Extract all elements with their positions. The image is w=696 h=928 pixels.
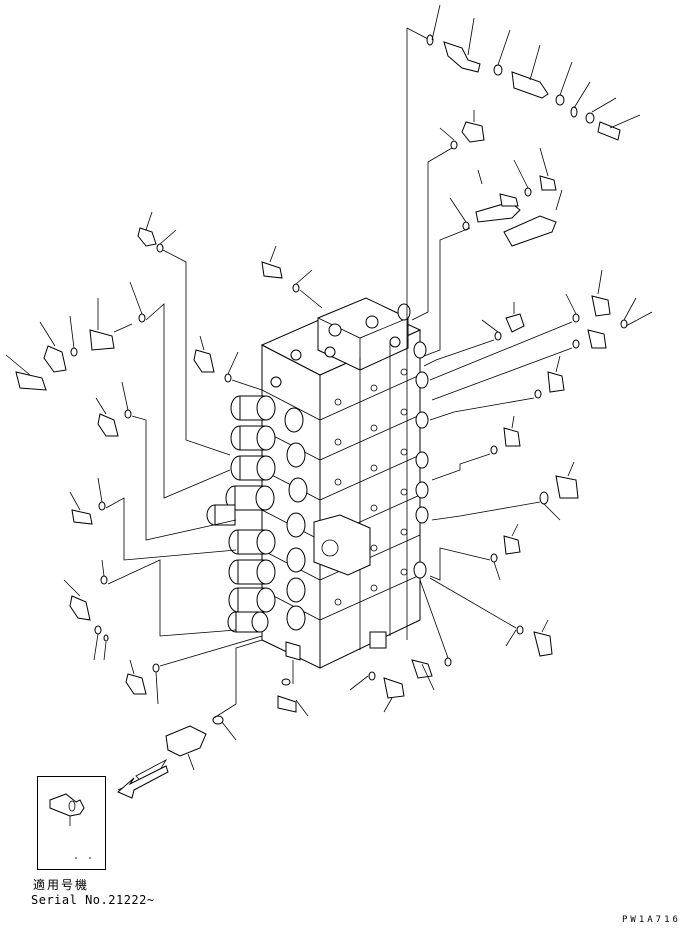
control-valve-body xyxy=(260,297,422,669)
bottom-fittings xyxy=(117,635,405,799)
top-right-fitting-chain xyxy=(426,4,641,141)
right-fittings xyxy=(411,110,653,691)
spool-caps xyxy=(206,395,308,633)
applicability-label: 適用号機 xyxy=(33,878,90,892)
serial-number-label: Serial No.21222~ xyxy=(31,893,155,907)
left-fittings xyxy=(5,211,323,661)
drawing-code: PW1A716 xyxy=(622,915,681,925)
inset-frame xyxy=(37,776,106,870)
